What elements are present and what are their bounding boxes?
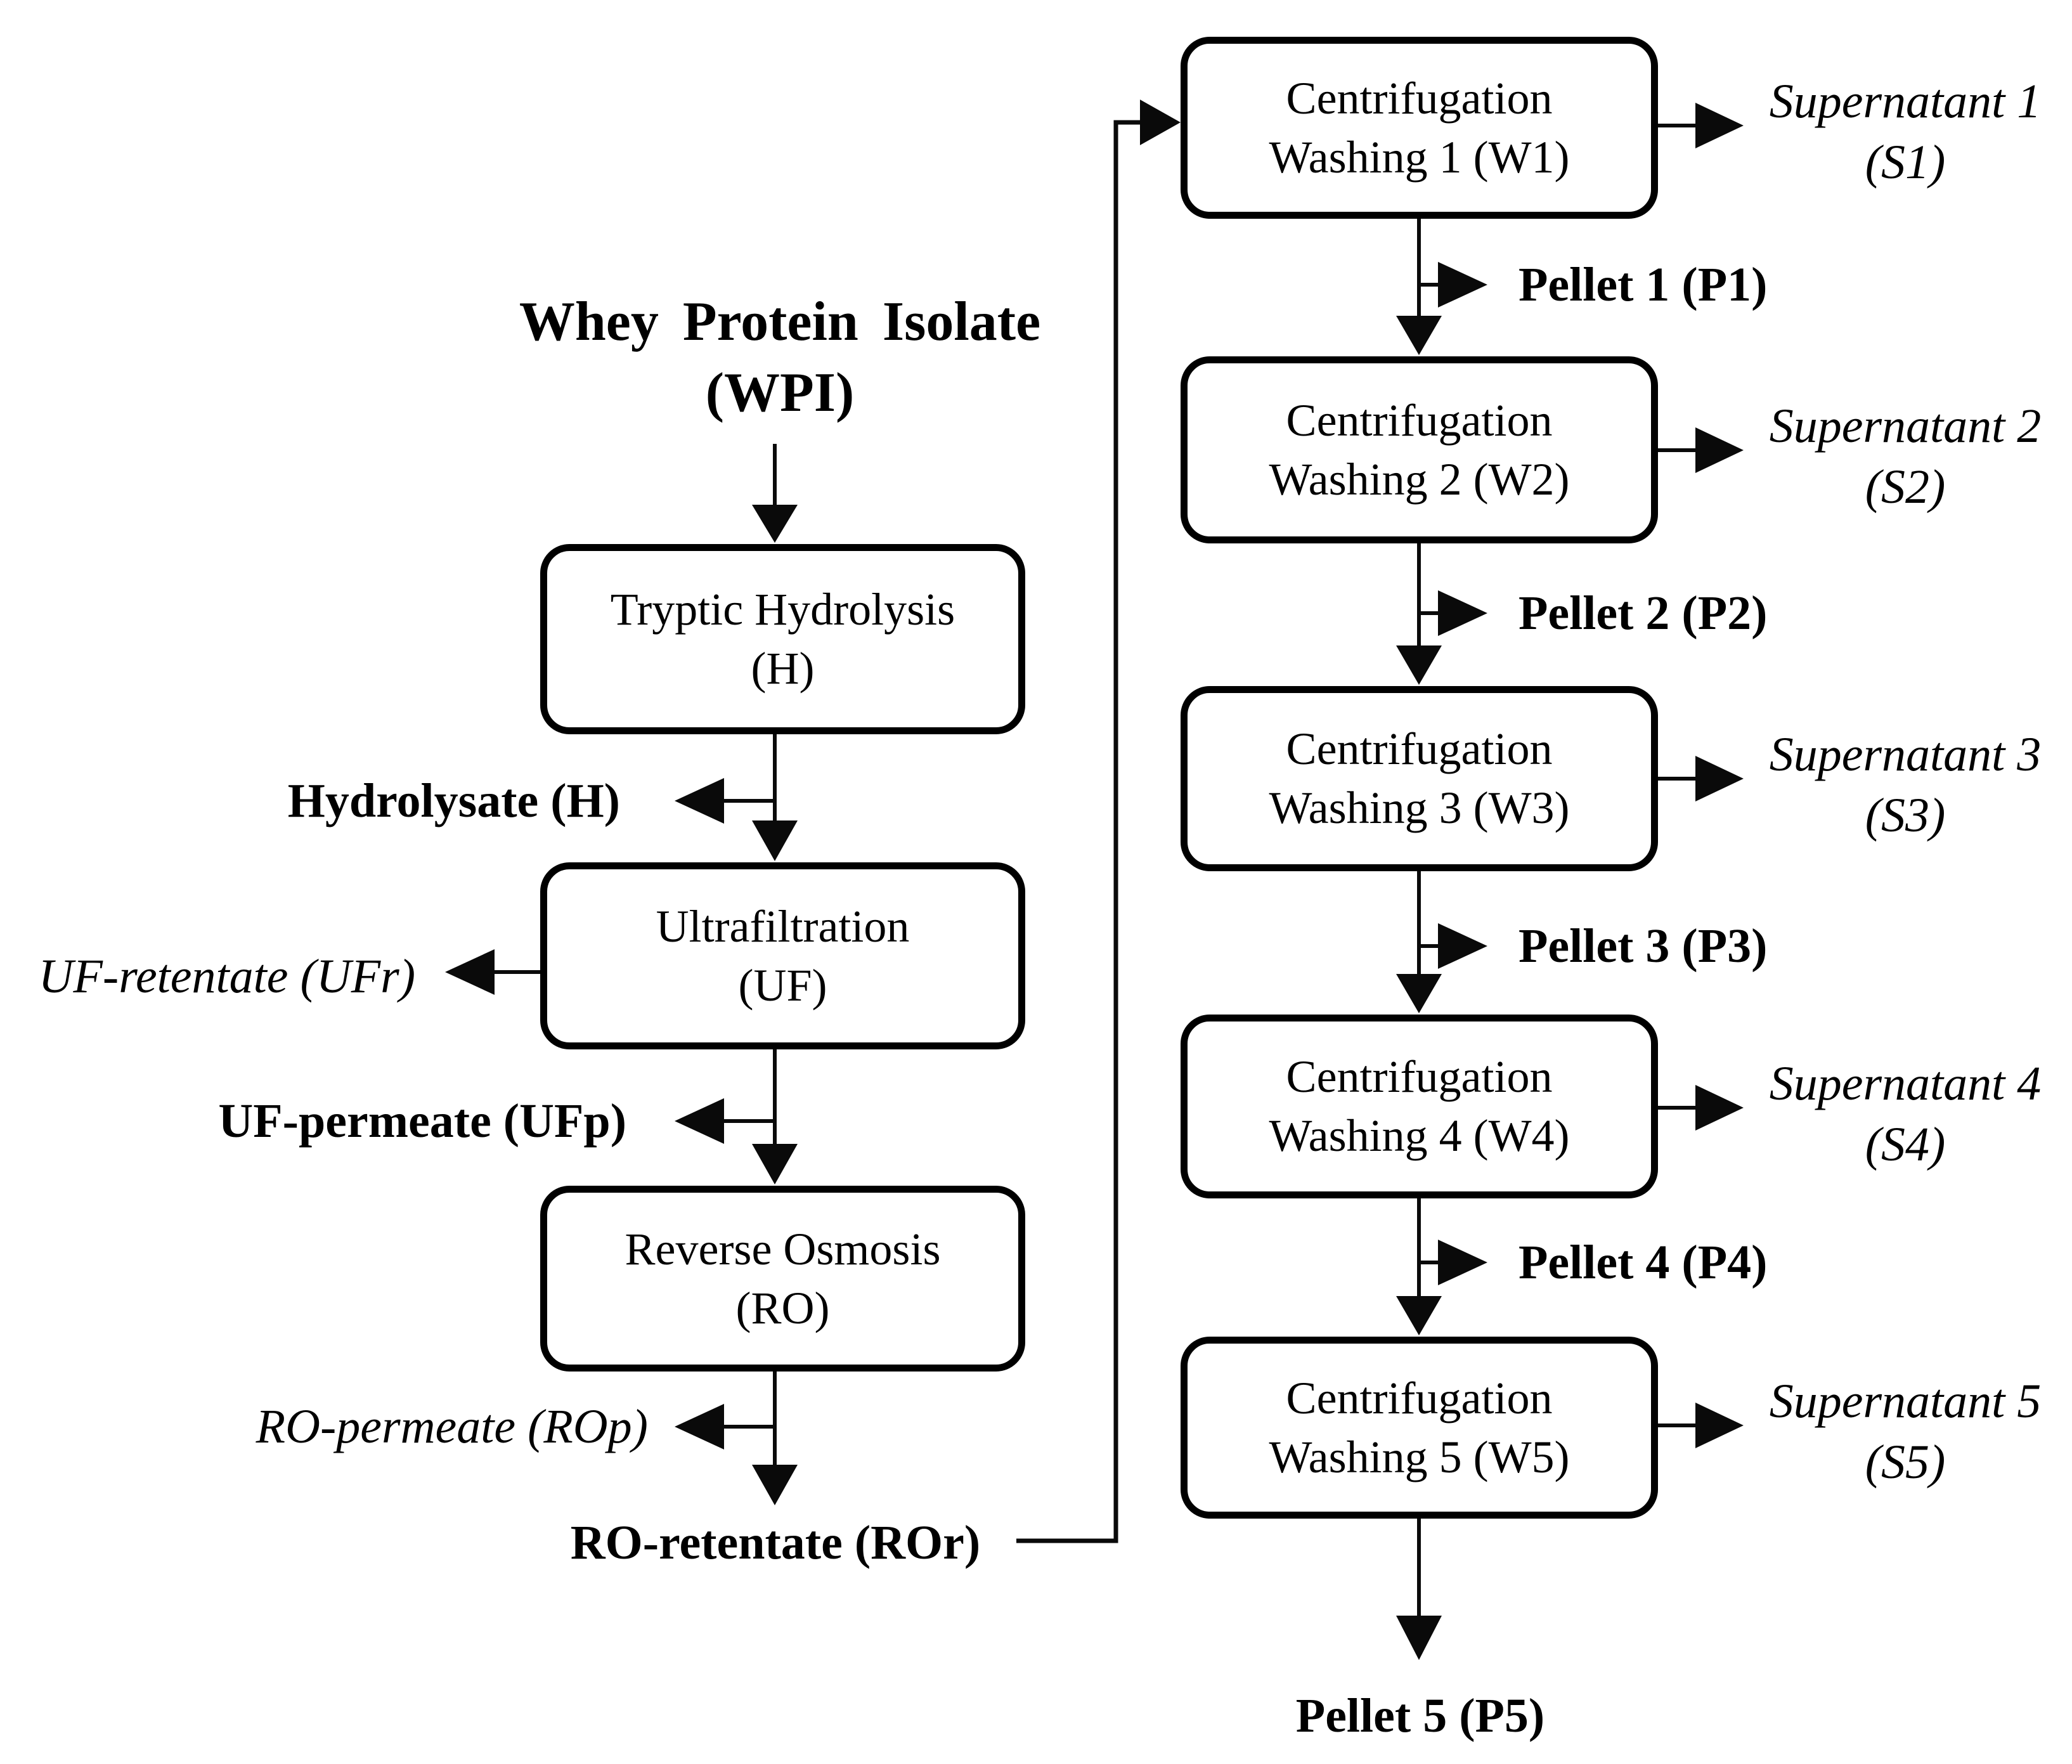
washing-box-line1: Centrifugation	[1286, 723, 1553, 774]
arrowhead-down-icon	[752, 820, 798, 861]
arrowhead-right-icon	[1695, 427, 1744, 473]
process-box-ultrafiltration: Ultrafiltration (UF)	[540, 862, 1025, 1049]
supernatant-line1: Supernatant 2	[1769, 399, 2042, 453]
connector-ror-to-w1	[1016, 100, 1181, 1543]
connector-w2-to-w3	[1396, 543, 1442, 685]
connector-w3-to-w4	[1396, 871, 1442, 1013]
label-supernatant-5: Supernatant 5 (S5)	[1747, 1371, 2064, 1493]
connector-wpi-to-h	[752, 444, 798, 543]
wpi-source-line1: Whey Protein Isolate	[519, 291, 1041, 353]
label-ro-retentate: RO-retentate (ROr)	[570, 1516, 981, 1569]
branch-uf-retentate	[445, 949, 540, 995]
process-box-line1: Tryptic Hydrolysis	[610, 584, 955, 635]
washing-box-line2: Washing 1 (W1)	[1269, 131, 1570, 183]
supernatant-line1: Supernatant 4	[1769, 1057, 2042, 1110]
arrowhead-down-icon	[1396, 974, 1442, 1013]
arrowhead-right-icon	[1695, 103, 1744, 148]
wpi-source-label: Whey Protein Isolate (WPI)	[412, 287, 1148, 429]
washing-box-line1: Centrifugation	[1286, 1372, 1553, 1424]
connector-w1-to-w2	[1396, 219, 1442, 355]
arrowhead-right-icon	[1695, 1403, 1744, 1448]
wpi-source-line2: (WPI)	[705, 362, 855, 424]
supernatant-line2: (S1)	[1865, 136, 1946, 189]
branch-supernatant-4	[1658, 1085, 1744, 1131]
arrowhead-down-icon	[1396, 1296, 1442, 1335]
process-box-line1: Ultrafiltration	[656, 900, 910, 952]
arrowhead-right-icon	[1438, 590, 1487, 636]
washing-box-w1: Centrifugation Washing 1 (W1)	[1181, 37, 1658, 219]
arrowhead-down-icon	[752, 1144, 798, 1184]
washing-box-w3: Centrifugation Washing 3 (W3)	[1181, 686, 1658, 871]
label-pellet-2: Pellet 2 (P2)	[1518, 587, 1768, 640]
branch-pellet-3	[1419, 923, 1487, 969]
washing-box-line1: Centrifugation	[1286, 72, 1553, 124]
arrowhead-left-icon	[445, 949, 495, 995]
washing-box-line2: Washing 4 (W4)	[1269, 1110, 1570, 1161]
arrowhead-down-icon	[1396, 316, 1442, 355]
connector-ro-to-ror	[752, 1372, 798, 1505]
process-box-line2: (UF)	[738, 959, 827, 1011]
arrowhead-down-icon	[1396, 1616, 1442, 1660]
label-supernatant-1: Supernatant 1 (S1)	[1747, 71, 2064, 193]
arrowhead-right-icon	[1695, 1085, 1744, 1131]
arrowhead-left-icon	[675, 778, 724, 824]
arrowhead-down-icon	[752, 505, 798, 543]
connector-uf-to-ro	[752, 1049, 798, 1184]
supernatant-line2: (S2)	[1865, 460, 1946, 514]
branch-pellet-1	[1419, 262, 1487, 308]
branch-supernatant-1	[1658, 103, 1744, 148]
arrowhead-right-icon	[1438, 923, 1487, 969]
washing-box-line2: Washing 5 (W5)	[1269, 1431, 1570, 1482]
washing-box-line2: Washing 2 (W2)	[1269, 453, 1570, 505]
arrowhead-left-icon	[675, 1404, 724, 1449]
supernatant-line2: (S4)	[1865, 1118, 1946, 1171]
washing-box-line1: Centrifugation	[1286, 394, 1553, 446]
label-pellet-5: Pellet 5 (P5)	[1295, 1689, 1545, 1742]
branch-ro-permeate	[675, 1404, 775, 1449]
arrowhead-left-icon	[675, 1098, 724, 1144]
washing-box-line1: Centrifugation	[1286, 1051, 1553, 1102]
label-pellet-3: Pellet 3 (P3)	[1518, 919, 1768, 973]
label-hydrolysate: Hydrolysate (H)	[287, 774, 620, 827]
label-pellet-1: Pellet 1 (P1)	[1518, 258, 1768, 311]
supernatant-line1: Supernatant 3	[1769, 728, 2042, 781]
label-uf-retentate: UF-retentate (UFr)	[38, 950, 415, 1003]
branch-supernatant-3	[1658, 756, 1744, 801]
arrowhead-right-icon	[1438, 1240, 1487, 1285]
label-ro-permeate: RO-permeate (ROp)	[256, 1400, 648, 1453]
washing-box-w4: Centrifugation Washing 4 (W4)	[1181, 1015, 1658, 1198]
branch-supernatant-5	[1658, 1403, 1744, 1448]
process-box-reverse-osmosis: Reverse Osmosis (RO)	[540, 1186, 1025, 1372]
arrowhead-right-icon	[1695, 756, 1744, 801]
supernatant-line2: (S5)	[1865, 1436, 1946, 1489]
label-uf-permeate: UF-permeate (UFp)	[218, 1094, 626, 1148]
arrowhead-down-icon	[752, 1465, 798, 1505]
branch-pellet-2	[1419, 590, 1487, 636]
connector-w5-to-p5	[1396, 1519, 1442, 1660]
supernatant-line1: Supernatant 1	[1769, 75, 2042, 128]
connector-w4-to-w5	[1396, 1198, 1442, 1335]
arrowhead-right-icon	[1438, 262, 1487, 308]
label-supernatant-3: Supernatant 3 (S3)	[1747, 724, 2064, 846]
arrowhead-right-icon	[1140, 100, 1181, 145]
washing-box-w2: Centrifugation Washing 2 (W2)	[1181, 356, 1658, 543]
supernatant-line2: (S3)	[1865, 789, 1946, 842]
branch-uf-permeate	[675, 1098, 775, 1144]
process-box-line2: (H)	[751, 643, 815, 694]
washing-box-w5: Centrifugation Washing 5 (W5)	[1181, 1337, 1658, 1519]
branch-supernatant-2	[1658, 427, 1744, 473]
label-supernatant-4: Supernatant 4 (S4)	[1747, 1053, 2064, 1175]
process-box-line1: Reverse Osmosis	[625, 1223, 941, 1274]
arrowhead-down-icon	[1396, 645, 1442, 685]
washing-box-line2: Washing 3 (W3)	[1269, 782, 1570, 833]
process-box-tryptic-hydrolysis: Tryptic Hydrolysis (H)	[540, 544, 1025, 734]
process-box-line2: (RO)	[735, 1282, 830, 1333]
supernatant-line1: Supernatant 5	[1769, 1375, 2042, 1428]
label-pellet-4: Pellet 4 (P4)	[1518, 1236, 1768, 1289]
connector-h-to-uf	[752, 734, 798, 861]
label-supernatant-2: Supernatant 2 (S2)	[1747, 396, 2064, 517]
branch-hydrolysate	[675, 778, 775, 824]
branch-pellet-4	[1419, 1240, 1487, 1285]
